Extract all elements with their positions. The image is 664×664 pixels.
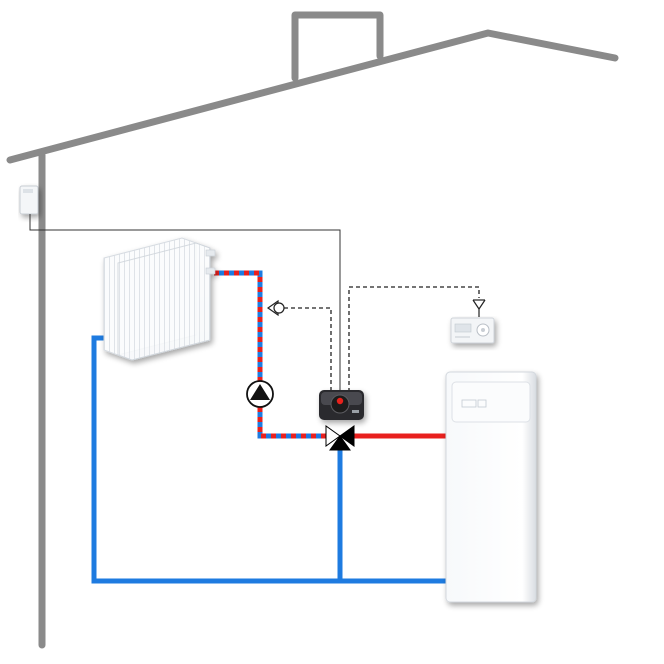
return-pipes — [91, 335, 446, 584]
house-roof-icon — [6, 11, 619, 649]
mixed-pipe — [214, 270, 328, 439]
outdoor-sensor-icon — [19, 185, 39, 215]
pump-icon — [246, 380, 274, 408]
thermostat-icon — [450, 317, 495, 344]
valve-actuator-icon — [319, 390, 364, 420]
outdoor-sensor-wire — [29, 214, 341, 392]
signal-lines — [284, 286, 480, 392]
temperature-sensor-icon — [266, 299, 285, 317]
boiler-icon — [445, 371, 537, 603]
wireless-antenna-icon — [472, 299, 486, 317]
three-way-valve-icon — [325, 425, 355, 451]
radiator-icon — [103, 237, 216, 361]
